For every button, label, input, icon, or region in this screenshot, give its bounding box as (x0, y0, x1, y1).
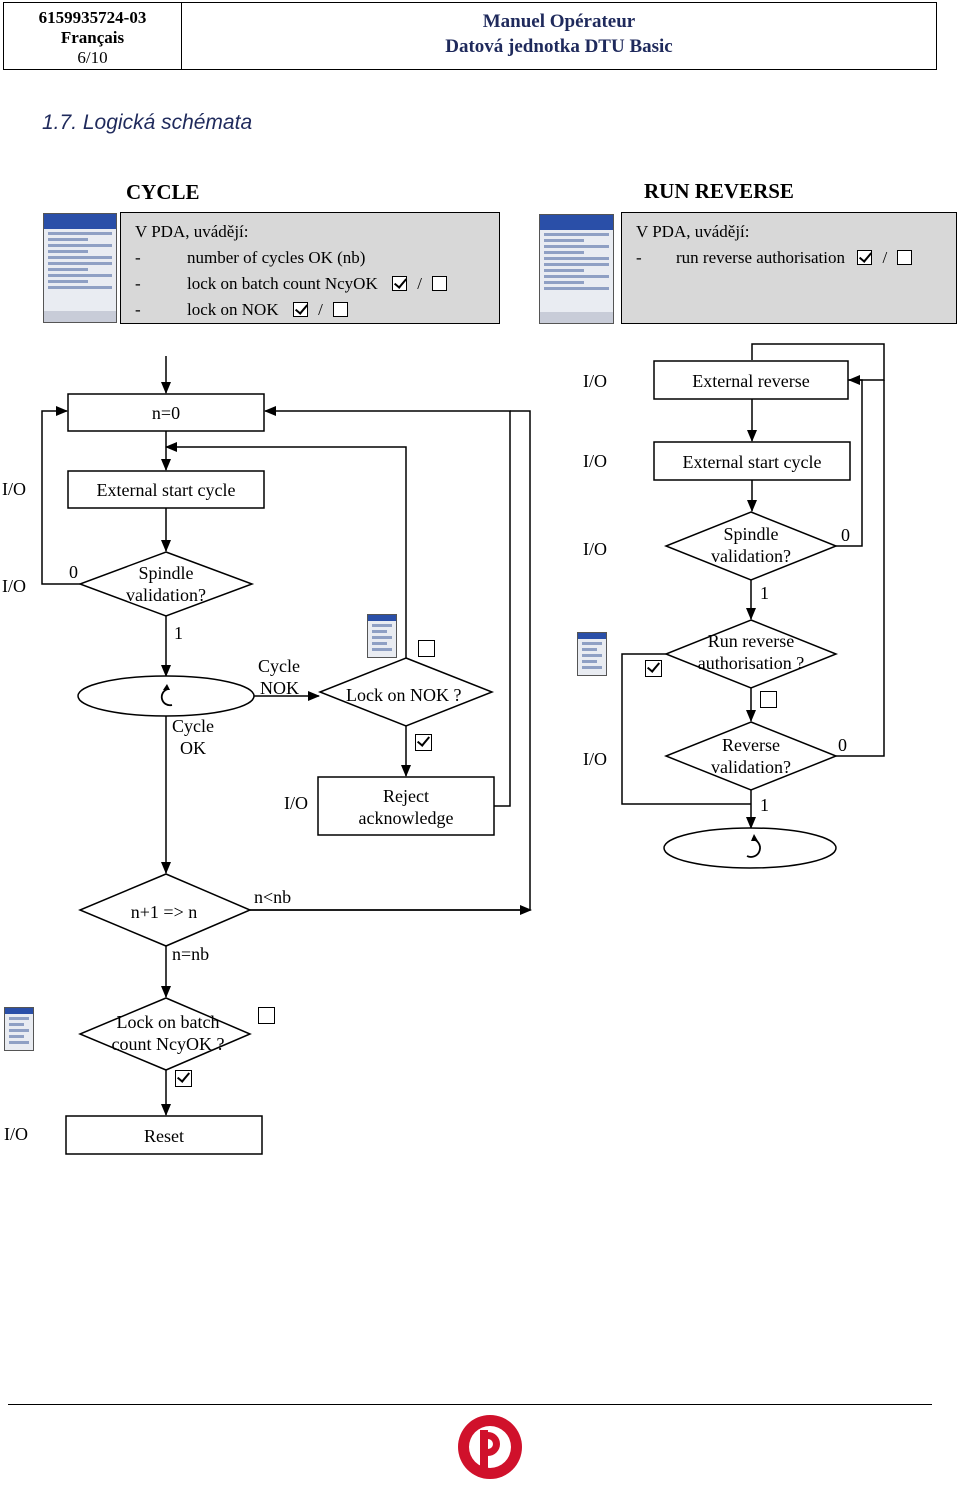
counter-label: n+1 => n (130, 902, 198, 922)
lock-nok-label: Lock on NOK ? (346, 685, 462, 705)
io-label: I/O (583, 749, 607, 769)
n-eq-nb-label: n=nb (172, 944, 210, 964)
external-reverse-label: External reverse (692, 371, 810, 391)
branch-one-label: 1 (760, 583, 769, 603)
branch-zero-label: 0 (69, 562, 78, 582)
reset-box (65, 1115, 263, 1155)
footer-rule (8, 1404, 932, 1405)
branch-one-label: 1 (174, 623, 183, 643)
io-label: I/O (583, 451, 607, 471)
header-left-cell: 6159935724-03 Français 6/10 (4, 3, 182, 69)
pda-mini-nok (367, 614, 397, 658)
cycle-title: CYCLE (126, 180, 200, 204)
io-label: I/O (583, 539, 607, 559)
pda-screenshot-cycle (43, 213, 117, 323)
cycle-item-1: number of cycles OK (nb) (187, 248, 366, 267)
io-label: I/O (4, 1124, 28, 1144)
lock-batch-label-2: count NcyOK ? (111, 1034, 225, 1054)
branch-zero-label: 0 (838, 735, 847, 755)
reset-label: Reset (144, 1126, 184, 1146)
cycle-oval (77, 675, 255, 717)
lock-batch-label-1: Lock on batch (116, 1012, 220, 1032)
spindle-right-label-2: validation? (711, 546, 791, 566)
pda-mini-reverse (577, 632, 607, 676)
n0-box (67, 393, 265, 432)
run-reverse-label-2: authorisation ? (697, 653, 805, 673)
run-reverse-title: RUN REVERSE (644, 179, 794, 203)
section-title: 1.7. Logická schémata (42, 111, 253, 134)
external-start-right-box (653, 441, 851, 481)
reject-box (317, 776, 495, 836)
reverse-item-1: run reverse authorisation (676, 248, 845, 267)
io-label: I/O (2, 576, 26, 596)
cycle-pda-intro: V PDA, uvádějí: (135, 222, 249, 241)
io-label: I/O (284, 793, 308, 813)
checked-box-icon (857, 250, 873, 265)
cycle-item-3: lock on NOK (187, 300, 279, 319)
reverse-pda-intro: V PDA, uvádějí: (636, 222, 750, 241)
empty-box-icon (418, 640, 435, 657)
io-label: I/O (2, 479, 26, 499)
reverse-validation-label-1: Reverse (722, 735, 780, 755)
reverse-oval (663, 827, 837, 869)
spindle-right-label-1: Spindle (723, 524, 779, 544)
pda-screenshot-reverse (539, 214, 614, 324)
empty-box-icon (258, 1007, 275, 1024)
cycle-pda-box: V PDA, uvádějí: -number of cycles OK (nb… (120, 212, 500, 324)
cycle-nok-label-1: Cycle (258, 656, 300, 676)
external-start-label: External start cycle (96, 480, 236, 500)
pda-mini-batch (4, 1007, 34, 1051)
external-start-box (67, 470, 265, 509)
empty-box-icon (432, 276, 448, 291)
checked-box-icon (645, 660, 662, 677)
language: Français (60, 28, 125, 47)
reverse-validation-label-2: validation? (711, 757, 791, 777)
empty-box-icon (333, 302, 349, 317)
run-reverse-label-1: Run reverse (707, 631, 795, 651)
empty-box-icon (760, 691, 777, 708)
io-label: I/O (583, 371, 607, 391)
branch-one-label: 1 (760, 795, 769, 815)
n-lt-nb-label: n<nb (254, 887, 292, 907)
reverse-pda-box: V PDA, uvádějí: -run reverse authorisati… (621, 212, 957, 324)
cycle-ok-label-2: OK (180, 738, 206, 758)
checked-box-icon (391, 276, 407, 291)
branch-zero-label: 0 (841, 525, 850, 545)
spindle-label-2: validation? (126, 585, 206, 605)
page-header: 6159935724-03 Français 6/10 Manuel Opéra… (3, 2, 937, 70)
spindle-label-1: Spindle (138, 563, 194, 583)
cycle-item-2: lock on batch count NcyOK (187, 274, 378, 293)
doc-number: 6159935724-03 (38, 8, 147, 27)
header-title-2: Datová jednotka DTU Basic (445, 36, 673, 57)
n0-label: n=0 (151, 403, 181, 423)
cycle-nok-label-2: NOK (260, 678, 299, 698)
checked-box-icon (415, 734, 432, 751)
header-title-1: Manuel Opérateur (482, 11, 636, 32)
page-number: 6/10 (77, 48, 108, 67)
clockwise-rotation-icon (160, 688, 173, 707)
external-start-right-label: External start cycle (682, 452, 822, 472)
reject-label-2: acknowledge (358, 808, 454, 828)
empty-box-icon (897, 250, 913, 265)
reject-label-1: Reject (383, 786, 429, 806)
checked-box-icon (292, 302, 308, 317)
header-right-cell: Manuel Opérateur Datová jednotka DTU Bas… (182, 3, 936, 69)
checked-box-icon (175, 1070, 192, 1087)
cycle-ok-label-1: Cycle (172, 716, 214, 736)
